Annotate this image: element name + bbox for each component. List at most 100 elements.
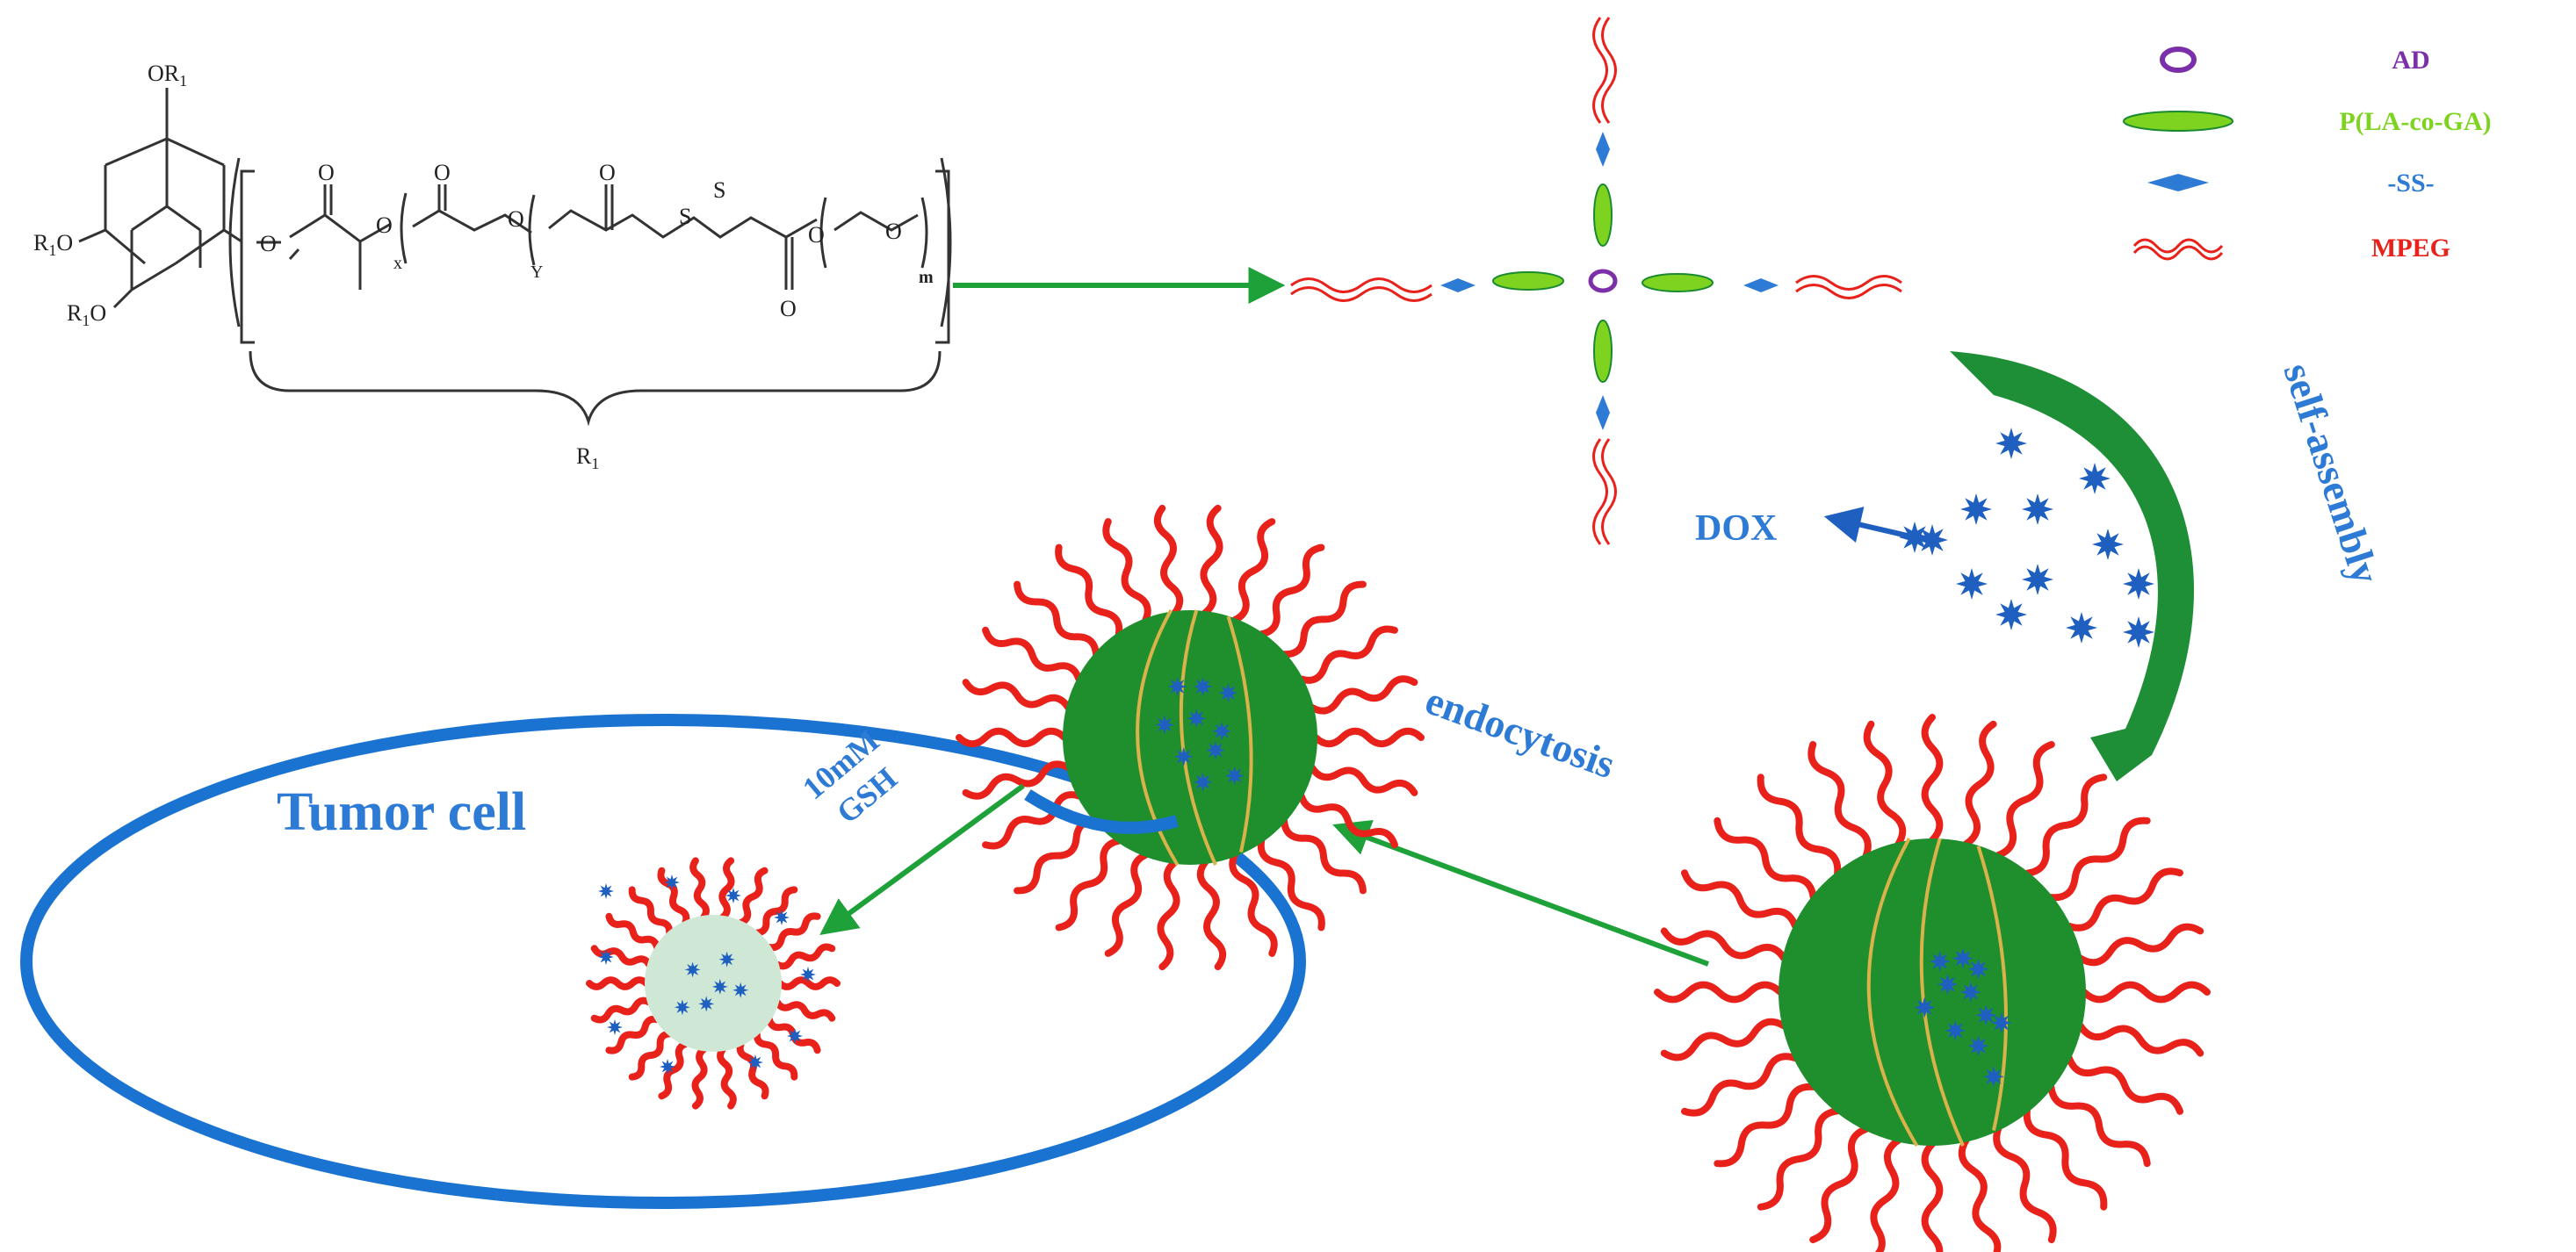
mpeg-chain-icon <box>1290 277 1432 293</box>
mpeg-chain-icon <box>1921 1140 1944 1252</box>
legend-mpeg-label: MPEG <box>2371 234 2450 263</box>
dox-star-icon <box>1218 683 1238 703</box>
polymer-backbone <box>228 157 952 327</box>
repeat-m-label: m <box>919 268 934 287</box>
mpeg-chain-icon <box>1660 927 1788 962</box>
core-strand <box>1866 838 1919 1148</box>
mpeg-chain-icon <box>628 1030 674 1081</box>
mpeg-chain-icon <box>962 679 1072 711</box>
dox-star-icon <box>2066 612 2097 644</box>
mpeg-chain-icon <box>586 976 650 990</box>
mpeg-chain-icon <box>605 912 661 951</box>
mpeg-chain-icon <box>1258 543 1325 638</box>
legend-plga-label: P(LA-co-GA) <box>2339 107 2491 136</box>
mpeg-chain-icon <box>657 867 690 926</box>
tumor-cell-membrane <box>20 714 1306 1209</box>
ester-oxygen-3: O <box>808 222 825 248</box>
dox-star-icon <box>1975 1004 1997 1026</box>
mpeg-chain-icon <box>1297 625 1398 684</box>
dox-star-icon <box>1173 746 1194 766</box>
dox-star-icon <box>1224 766 1245 786</box>
mpeg-chain-icon <box>1714 817 1817 902</box>
mpeg-chain-icon <box>736 1040 769 1100</box>
dox-star-icon <box>1967 1035 1989 1057</box>
dox-star-icon <box>1952 947 1973 969</box>
mpeg-chain-icon <box>753 886 798 937</box>
mpeg-chain-icon <box>1308 675 1418 715</box>
dox-star-icon <box>1914 997 1936 1018</box>
mpeg-chain-icon <box>1312 727 1425 748</box>
disassembled-micelle <box>586 857 841 1110</box>
mpeg-chain-icon <box>1809 1125 1870 1243</box>
dox-star-icon <box>1206 740 1225 760</box>
mpeg-chain-icon <box>1014 580 1100 658</box>
core-strand <box>1179 609 1217 866</box>
structure-labels: OR1 R1O R1O O O O x O O Y O S S O O O m … <box>33 61 934 472</box>
mpeg-chain-icon <box>1995 741 2055 860</box>
dox-star-icon <box>774 910 790 925</box>
carbonyl-oxygen-1: O <box>318 160 335 185</box>
mpeg-chain-icon <box>1757 774 1842 877</box>
dox-star-icon <box>800 967 816 982</box>
ad-ring-icon <box>1588 269 1618 293</box>
dox-star-icon <box>747 1054 763 1070</box>
dox-star-icon <box>2123 568 2154 600</box>
star-arm-left <box>1290 271 1564 302</box>
mpeg-chain-icon <box>1281 817 1367 895</box>
dox-star-icon <box>1916 524 1948 556</box>
dox-star-icon <box>718 951 735 968</box>
dox-star-icon <box>2092 529 2124 560</box>
star-arm-right <box>1642 273 1902 299</box>
mpeg-chain-icon <box>1808 741 1872 860</box>
star-arm-top <box>1592 17 1617 247</box>
tumor-cell-label: Tumor cell <box>277 782 526 842</box>
mpeg-chain-icon <box>628 886 674 937</box>
mpeg-chain-icon <box>765 912 821 952</box>
dox-star-icon <box>1193 772 1213 792</box>
repeat-bracket <box>240 169 950 427</box>
dox-star-icon <box>1983 1066 2004 1088</box>
mpeg-chain-icon <box>773 943 836 970</box>
mpeg-chain-icon <box>691 1046 708 1110</box>
micelle-core <box>1779 838 2086 1146</box>
dox-star-icon <box>664 874 680 890</box>
dox-star-icon <box>1995 599 2027 630</box>
repeat-y-label: Y <box>530 263 543 282</box>
dox-star-icon <box>1937 974 1959 996</box>
dox-star-icon <box>1945 1019 1966 1041</box>
mpeg-chain-icon <box>956 727 1068 748</box>
dox-star-icon <box>674 999 690 1016</box>
mpeg-chain-icon <box>982 626 1083 683</box>
legend-ad-icon <box>2160 47 2197 73</box>
dox-star-icon <box>1995 428 2027 459</box>
mpeg-chain-icon <box>2047 817 2151 902</box>
mpeg-chain-icon <box>1993 1125 2057 1243</box>
legend-ss-label: -SS- <box>2387 169 2434 198</box>
mpeg-chain-icon <box>1153 504 1184 616</box>
dox-star-icon <box>1959 982 1981 1003</box>
dox-star-icon <box>698 996 715 1012</box>
r1-brace <box>249 350 942 427</box>
micelle-core <box>645 915 782 1052</box>
ester-oxygen-2: O <box>508 206 524 232</box>
dox-cluster <box>1899 428 2154 648</box>
legend: AD P(LA-co-GA) -SS- MPEG <box>2123 46 2492 263</box>
dox-star-icon <box>2079 463 2111 494</box>
dox-star-icon <box>1212 721 1232 741</box>
mpeg-chain-icon <box>689 857 710 921</box>
mpeg-chain-icon <box>1297 792 1398 849</box>
mpeg-chain-icon <box>737 867 768 926</box>
mpeg-chain-icon <box>753 1030 798 1081</box>
mpeg-chain-icon <box>1714 1083 1817 1168</box>
mpeg-chain-icon <box>2047 1083 2151 1168</box>
dox-star-icon <box>732 982 749 998</box>
carbonyl-oxygen-4: O <box>780 296 797 321</box>
mpeg-chain-icon <box>776 976 841 990</box>
mpeg-chain-icon <box>1870 1136 1902 1252</box>
dox-star-icon <box>1929 951 1951 972</box>
mpeg-chain-icon <box>2065 1054 2183 1115</box>
mpeg-chain-icon <box>1200 504 1223 616</box>
mpeg-chain-icon <box>2076 1022 2204 1057</box>
dox-star-icon <box>2022 493 2053 525</box>
